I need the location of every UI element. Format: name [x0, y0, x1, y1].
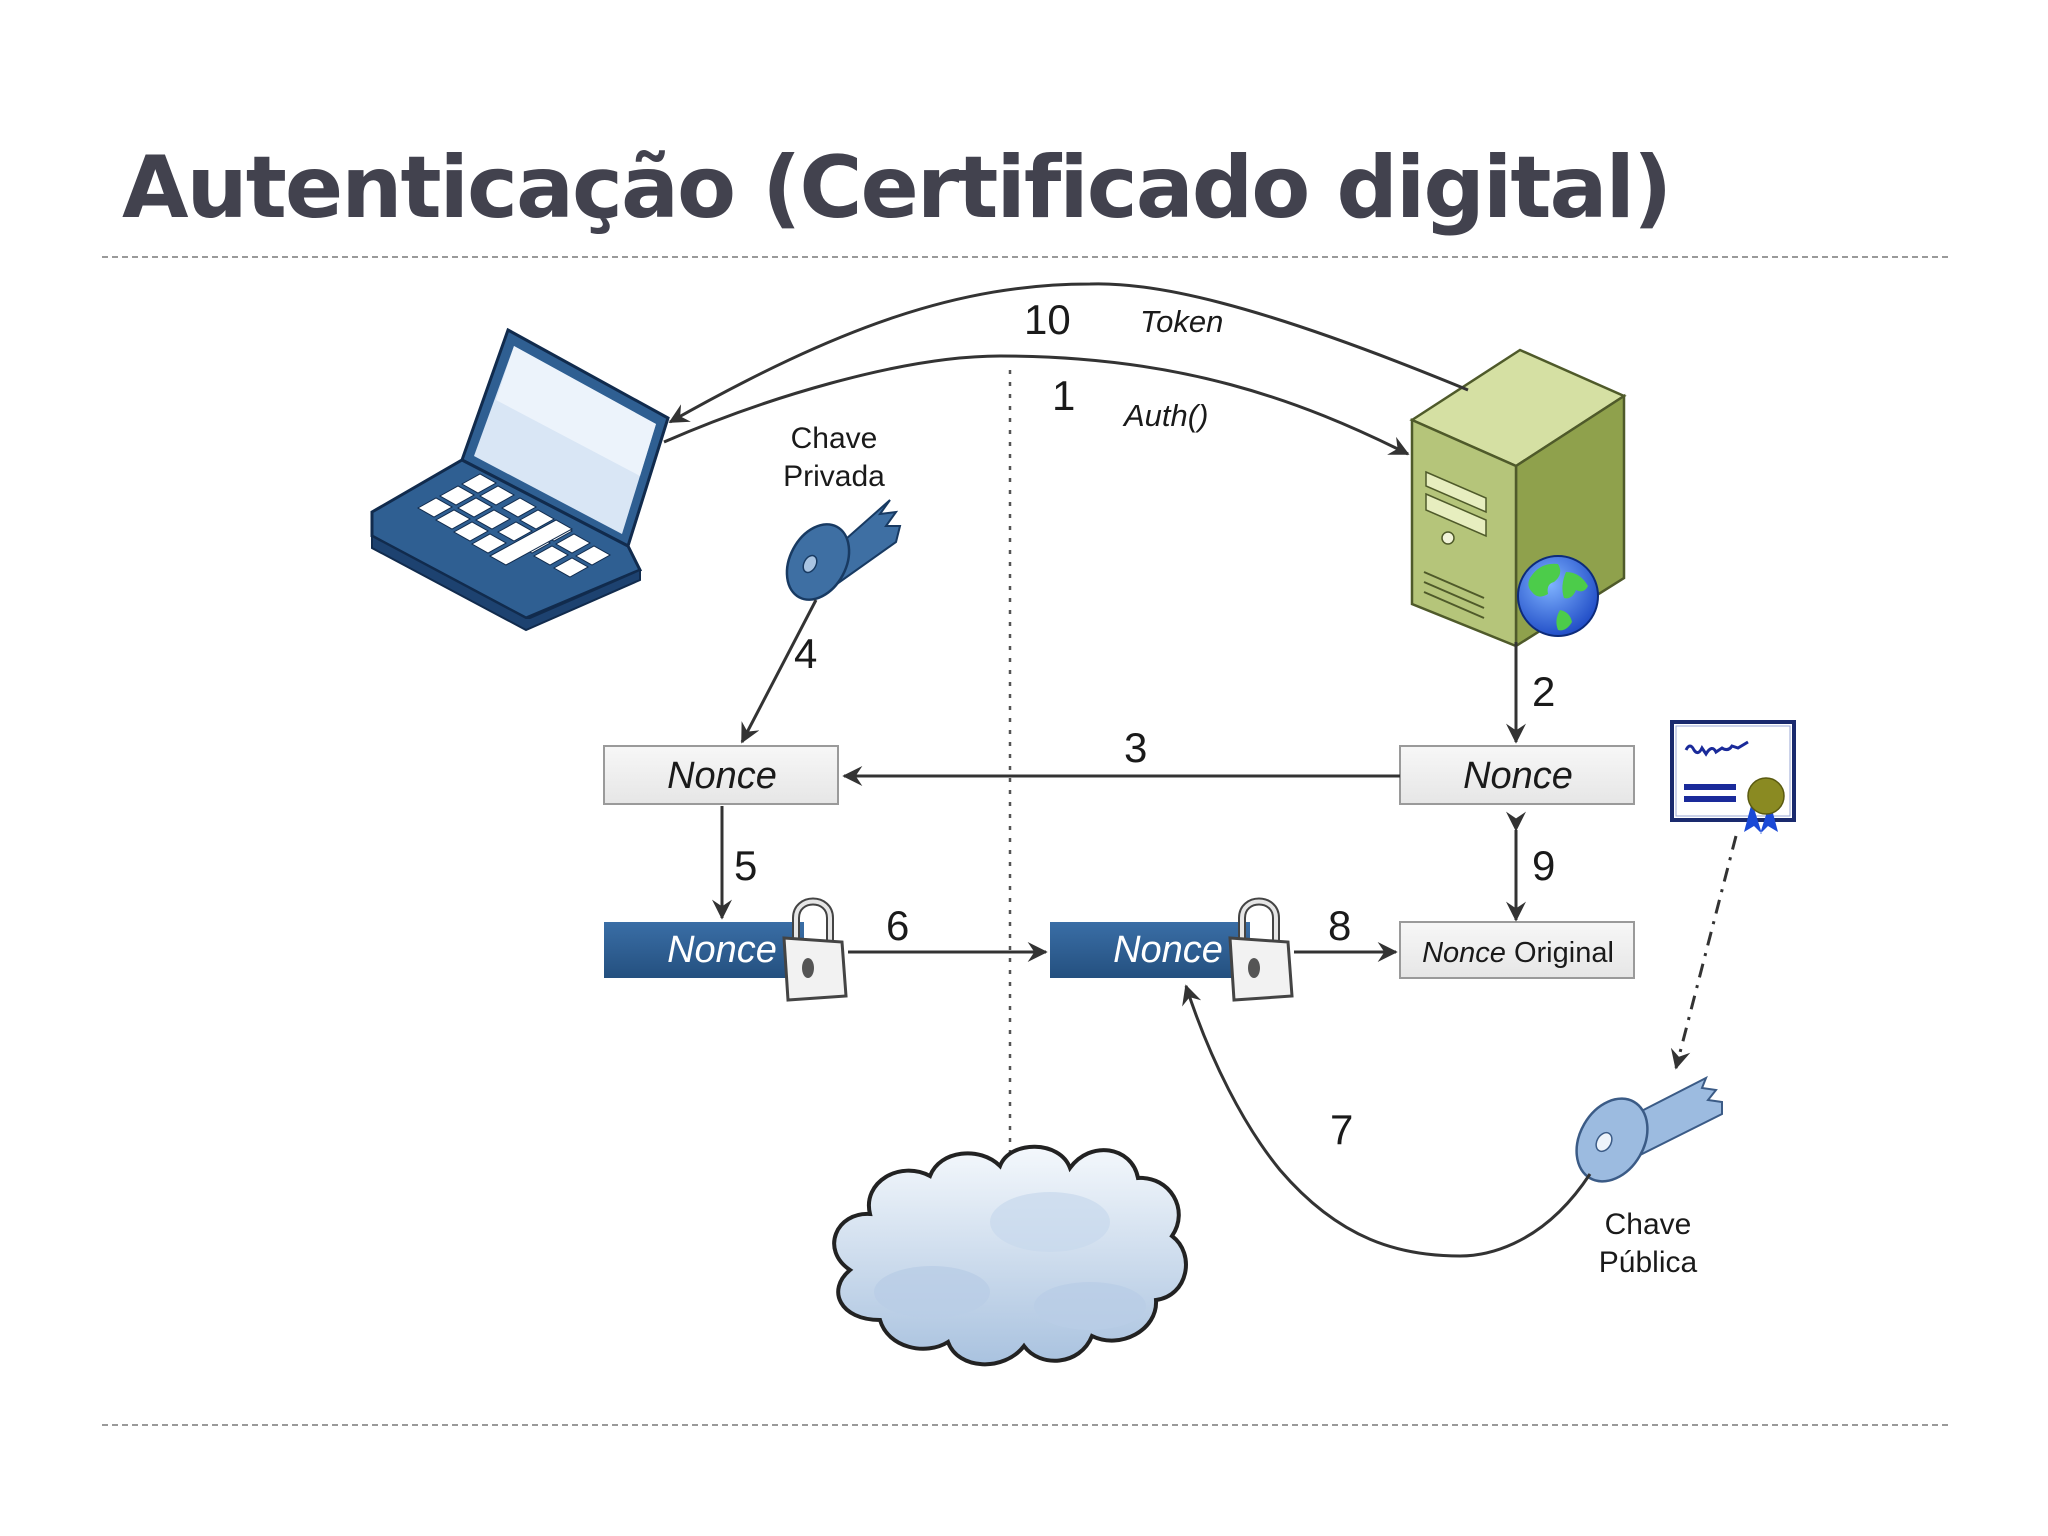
step-1-label: 1	[1052, 372, 1075, 419]
svg-text:Nonce: Nonce	[667, 755, 777, 797]
step-10-label: 10	[1024, 296, 1071, 343]
step-8-label: 8	[1328, 902, 1351, 949]
svg-text:Nonce: Nonce	[1113, 929, 1223, 971]
public-key-label-line1: Chave	[1605, 1208, 1692, 1241]
private-key-label-line2: Privada	[783, 460, 885, 493]
padlock-icon-client	[782, 897, 848, 1002]
step-5-label: 5	[734, 842, 757, 889]
step-6-label: 6	[886, 902, 909, 949]
step-7-label: 7	[1330, 1106, 1353, 1153]
nonce-box-server: Nonce	[1399, 745, 1635, 805]
laptop-icon	[370, 327, 670, 632]
arrow-1-auth	[663, 354, 1410, 456]
nonce-encrypted-box-server: Nonce	[1050, 922, 1250, 978]
private-key-icon	[785, 499, 902, 601]
arrow-4	[740, 599, 818, 744]
footer-divider	[102, 1424, 1948, 1426]
token-label: Token	[1140, 304, 1223, 339]
private-key-label-line1: Chave	[791, 422, 878, 455]
nonce-box-client: Nonce	[603, 745, 839, 805]
certificate-icon	[1670, 720, 1796, 834]
auth-label: Auth()	[1122, 398, 1208, 433]
public-key-label-line2: Pública	[1599, 1246, 1698, 1279]
cloud-icon	[832, 1144, 1188, 1367]
step-3-label: 3	[1124, 724, 1147, 771]
svg-text:Nonce: Nonce	[1463, 755, 1573, 797]
title-divider	[102, 256, 1948, 258]
nonce-encrypted-box-client: Nonce	[604, 922, 804, 978]
arrow-10-token	[668, 282, 1469, 424]
arrow-7	[1182, 984, 1592, 1258]
arrow-certificate-to-key	[1670, 835, 1738, 1070]
svg-text:Nonce Original: Nonce Original	[1422, 937, 1614, 969]
step-4-label: 4	[794, 630, 817, 677]
step-9-label: 9	[1532, 842, 1555, 889]
svg-text:Nonce: Nonce	[667, 929, 777, 971]
globe-icon	[1517, 555, 1599, 637]
step-2-label: 2	[1532, 668, 1555, 715]
nonce-original-box: Nonce Original	[1399, 921, 1635, 979]
public-key-icon	[1575, 1075, 1723, 1183]
padlock-icon-server	[1228, 897, 1294, 1002]
slide-title: Autenticação (Certificado digital)	[122, 138, 1672, 238]
